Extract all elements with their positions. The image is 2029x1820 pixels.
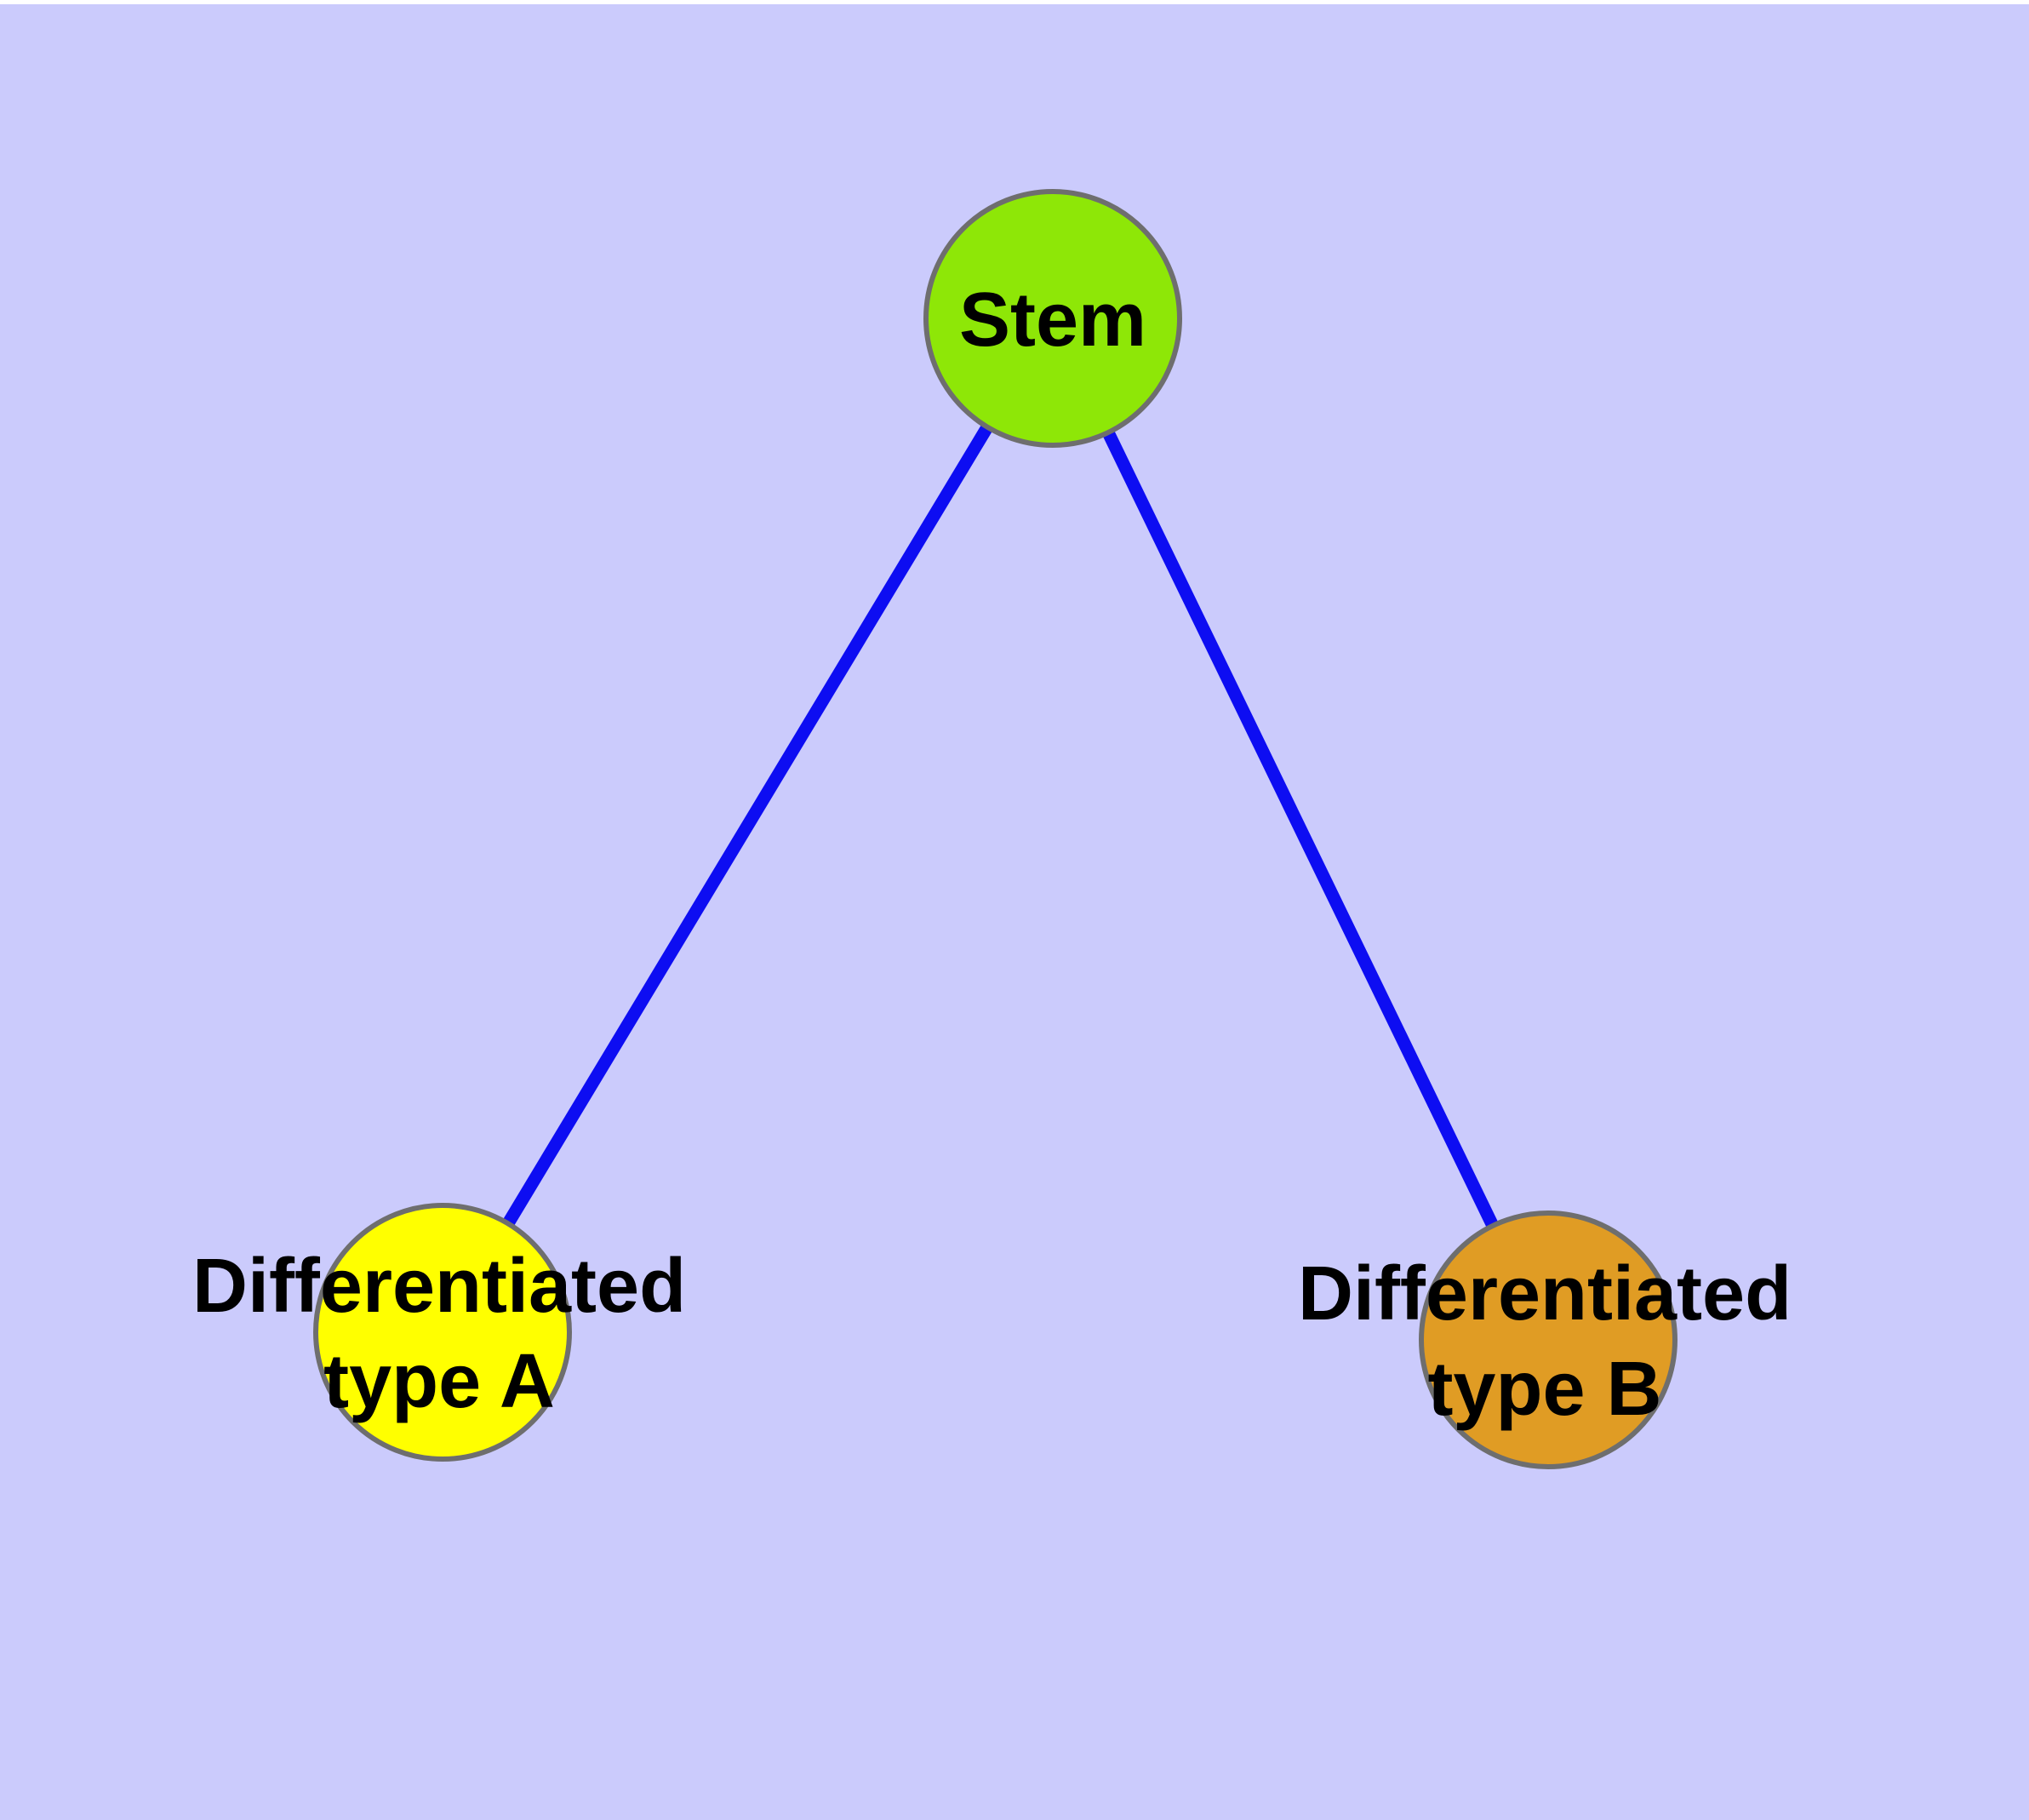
- edge-stem-to-type-b: [1047, 315, 1554, 1343]
- edge-stem-to-type-a: [437, 315, 1059, 1336]
- node-differentiated-type-a: [313, 1203, 572, 1462]
- node-differentiated-type-b: [1419, 1210, 1677, 1469]
- node-stem: [923, 189, 1182, 448]
